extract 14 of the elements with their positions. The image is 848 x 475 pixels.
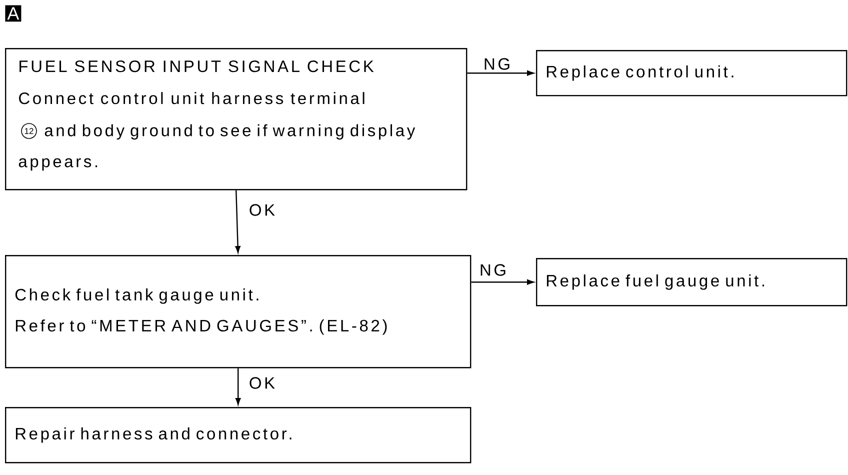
edge-label: OK: [248, 203, 276, 217]
arrow: [235, 190, 240, 253]
process-box: Repair harness and connector.: [5, 407, 472, 464]
section-letter: A: [5, 5, 22, 22]
process-box: Replace fuel gauge unit.: [536, 258, 848, 306]
circled-number: 12: [21, 123, 37, 139]
arrow: [236, 368, 241, 405]
arrow: [471, 280, 534, 285]
edge-label: NG: [478, 263, 508, 277]
process-box: Replace control unit.: [536, 50, 848, 96]
process-box: Check fuel tank gauge unit. Refer to “METER AND GAUGES”. (EL-82): [5, 255, 472, 368]
edge-label: NG: [482, 57, 512, 71]
edge-label: OK: [248, 376, 276, 390]
arrow: [467, 70, 534, 76]
